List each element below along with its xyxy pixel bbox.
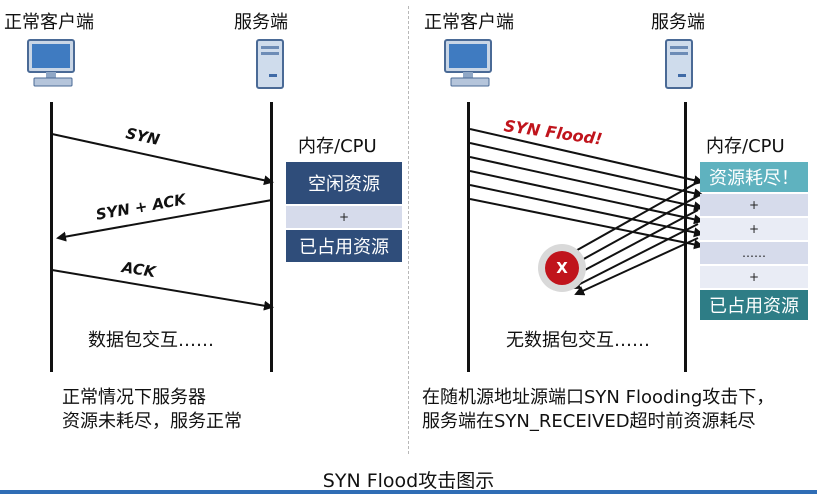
- server-label: 服务端: [651, 12, 705, 33]
- right-caption-line-1: 在随机源地址源端口SYN Flooding攻击下，: [422, 387, 775, 408]
- no-exchange-text: 无数据包交互……: [506, 330, 650, 351]
- syn-ack-return-arrows: [554, 181, 699, 296]
- memory-cell-plus: +: [286, 206, 402, 228]
- right-caption-line-2: 服务端在SYN_RECEIVED超时前资源耗尽: [422, 411, 756, 432]
- client-label: 正常客户端: [4, 12, 94, 33]
- x-mark-label: X: [556, 259, 568, 277]
- computer-icon: [444, 39, 492, 87]
- memory-title: 内存/CPU: [706, 136, 785, 157]
- memory-cell-plus: +: [700, 194, 808, 216]
- left-caption-line-1: 正常情况下服务器: [62, 387, 206, 408]
- client-lifeline: [467, 102, 470, 372]
- memory-cell-plus: +: [700, 266, 808, 288]
- x-icon: [538, 244, 586, 292]
- memory-title: 内存/CPU: [298, 136, 377, 157]
- memory-cell-plus: +: [700, 218, 808, 240]
- server-icon: [665, 39, 693, 89]
- exchange-text: 数据包交互……: [88, 330, 214, 351]
- panel-divider: [408, 6, 409, 454]
- syn-ack-arrow: [56, 199, 273, 242]
- computer-icon: [27, 39, 75, 87]
- memory-cell-free: 空闲资源: [286, 162, 402, 204]
- server-lifeline: [684, 102, 687, 372]
- syn-arrow: [51, 133, 274, 186]
- flood-arrows: [469, 128, 704, 250]
- left-caption-line-2: 资源未耗尽，服务正常: [62, 411, 242, 432]
- memory-cell-used: 已占用资源: [700, 290, 808, 320]
- server-label: 服务端: [234, 12, 288, 33]
- client-lifeline: [50, 102, 53, 372]
- ack-arrow: [51, 269, 274, 311]
- figure-title: SYN Flood攻击图示: [322, 470, 495, 492]
- client-label: 正常客户端: [424, 12, 514, 33]
- memory-cell-exhausted: 资源耗尽！: [700, 162, 808, 192]
- memory-cell-used: 已占用资源: [286, 230, 402, 262]
- server-lifeline: [270, 102, 273, 372]
- bottom-accent-rule: [0, 490, 817, 494]
- server-icon: [256, 39, 284, 89]
- memory-cell-ellipsis: ……: [700, 242, 808, 264]
